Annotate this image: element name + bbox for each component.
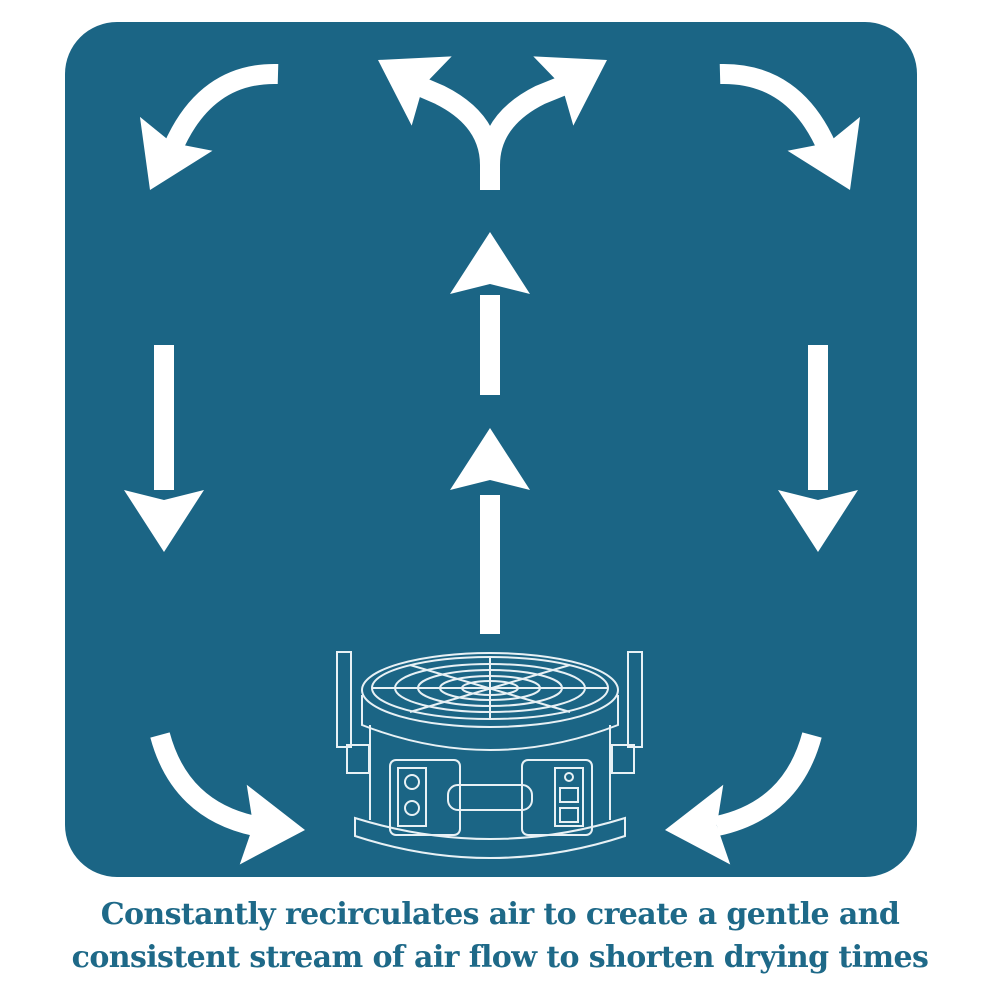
caption: Constantly recirculates air to create a …	[0, 893, 1000, 979]
curved-arrow-top-right	[719, 63, 838, 155]
fork-arrow-right-branch	[480, 72, 576, 166]
air-mover-fan-icon	[336, 651, 643, 859]
caption-line-2: consistent stream of air flow to shorten…	[71, 940, 929, 975]
curved-arrow-top-left	[162, 63, 279, 155]
curved-arrow-bottom-right	[714, 732, 822, 836]
caption-line-1: Constantly recirculates air to create a …	[100, 897, 900, 932]
curved-arrow-bottom-left	[150, 732, 258, 836]
